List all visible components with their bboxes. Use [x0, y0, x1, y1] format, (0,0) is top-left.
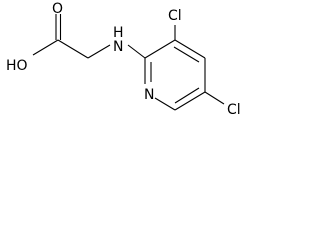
- atom-amine-n: N: [113, 39, 123, 55]
- bond-c2-c3: [144, 39, 176, 59]
- bond-c5-c6-inner: [174, 87, 200, 104]
- bond-ch2-n: [87, 44, 111, 59]
- bond-c-ch2: [57, 39, 89, 59]
- bond-c5-c6: [174, 91, 206, 111]
- bond-n-c2: [127, 44, 146, 59]
- atom-pyridine-n: N: [144, 87, 154, 103]
- atom-cl-5: Cl: [227, 102, 241, 118]
- bond-c5-cl: [204, 91, 225, 105]
- bond-c-oh: [32, 39, 59, 56]
- structure-canvas: O HO H N Cl N Cl: [0, 0, 270, 137]
- atom-o-carbonyl: O: [52, 1, 63, 17]
- molecule-drawing: O HO H N Cl N Cl: [6, 1, 241, 118]
- bond-c3-c4: [174, 39, 206, 59]
- atom-cl-3: Cl: [168, 8, 182, 24]
- atom-hydroxyl: HO: [6, 58, 28, 74]
- atom-amine-h: H: [113, 25, 124, 41]
- bond-c6-n: [154, 97, 176, 111]
- bond-c3-c4-inner: [173, 46, 200, 63]
